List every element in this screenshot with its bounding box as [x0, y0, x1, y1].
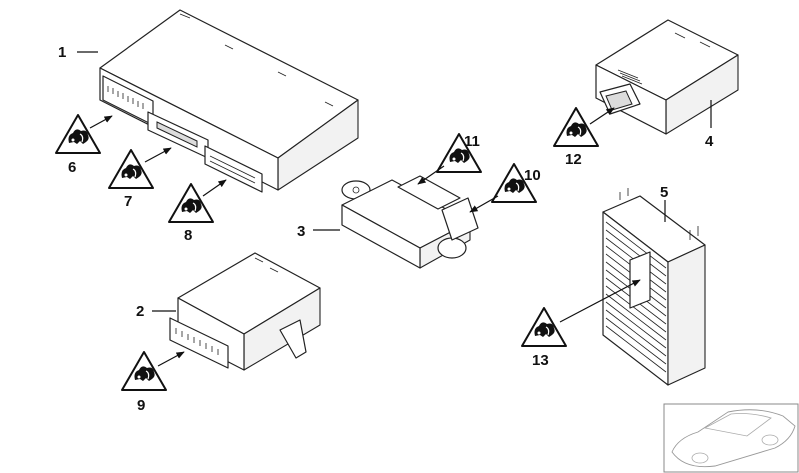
warning-symbol-7 [108, 149, 154, 189]
warning-symbol-6 [55, 114, 101, 154]
callout-5: 5 [660, 184, 668, 201]
control-module-part-3 [341, 175, 479, 269]
control-module-part-1 [99, 9, 359, 193]
control-module-part-5 [602, 188, 706, 386]
callout-4: 4 [705, 133, 714, 150]
callout-12: 12 [565, 151, 582, 168]
callout-3: 3 [297, 223, 305, 240]
callout-7: 7 [124, 193, 132, 210]
callout-9: 9 [137, 397, 145, 414]
connector-a [102, 75, 154, 126]
callout-11: 11 [464, 133, 480, 150]
callout-6: 6 [68, 159, 76, 176]
warning-symbol-13 [521, 307, 567, 347]
connector-c [204, 145, 263, 193]
callout-10: 10 [524, 167, 541, 184]
car-thumbnail [663, 403, 799, 473]
arrows [89, 107, 641, 367]
callout-1: 1 [58, 44, 66, 61]
warning-symbol-8 [168, 183, 214, 223]
control-module-part-4 [595, 19, 739, 135]
callout-13: 13 [532, 352, 549, 369]
callout-2: 2 [136, 303, 144, 320]
warning-symbol-12 [553, 107, 599, 147]
callout-8: 8 [184, 227, 192, 244]
control-module-part-2 [169, 252, 321, 371]
warning-symbol-9 [121, 351, 167, 391]
